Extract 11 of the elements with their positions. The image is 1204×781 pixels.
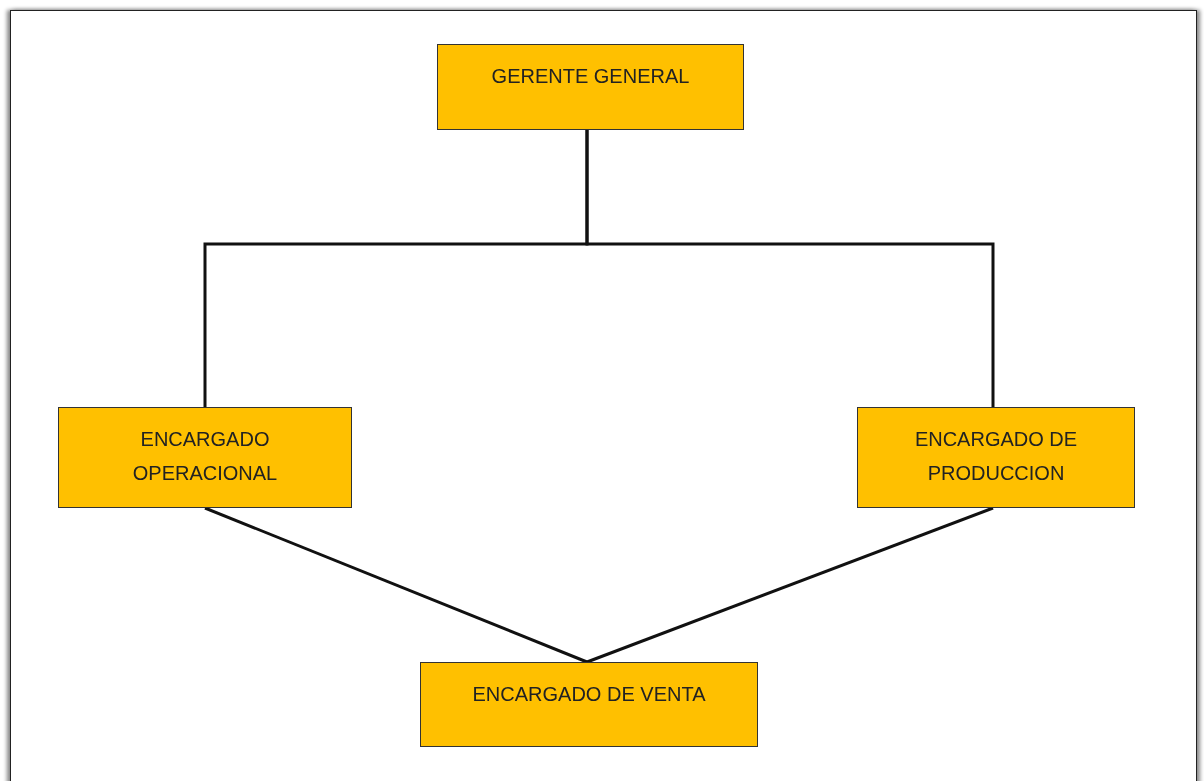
connector-line	[585, 130, 995, 407]
box-label: ENCARGADO DE PRODUCCION	[913, 427, 1079, 486]
box-label: ENCARGADO OPERACIONAL	[131, 427, 279, 486]
org-box	[58, 407, 352, 508]
org-box	[420, 662, 758, 747]
org-box	[437, 44, 744, 130]
org-box	[857, 407, 1135, 508]
box-label: GERENTE GENERAL	[491, 64, 690, 89]
connector-line	[586, 506, 994, 664]
connector-line	[204, 506, 588, 664]
box-label: ENCARGADO DE VENTA	[472, 682, 706, 707]
